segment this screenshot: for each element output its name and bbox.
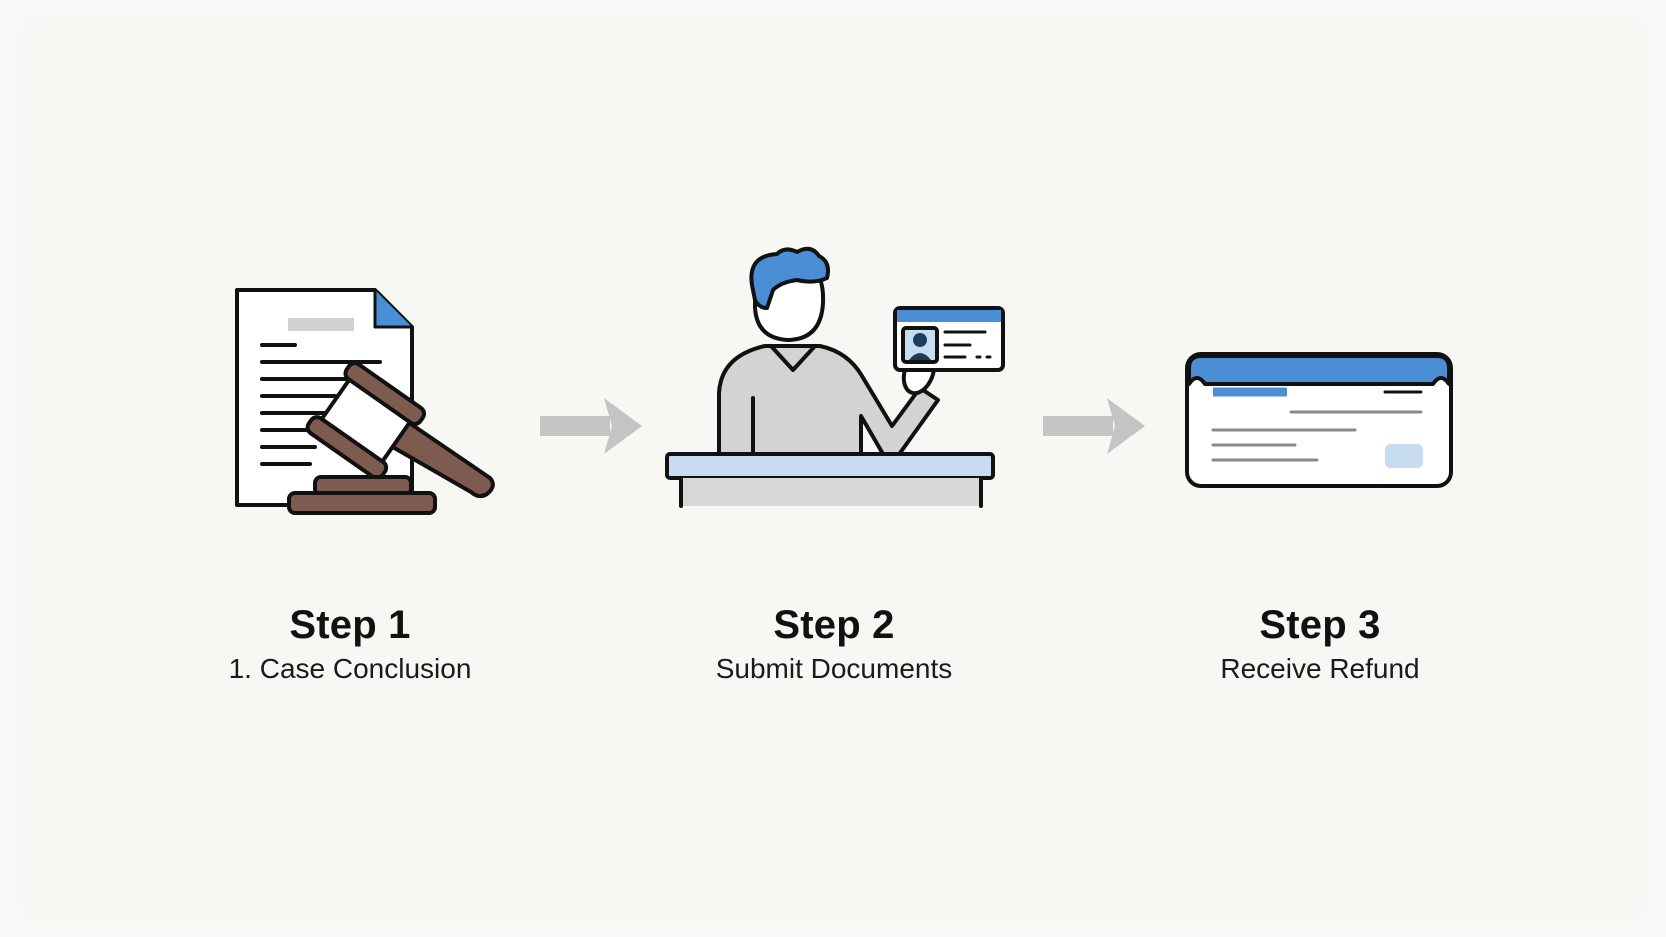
step-3: Step 3 Receive Refund <box>1120 602 1520 686</box>
step-1: Step 1 1. Case Conclusion <box>150 602 550 686</box>
step-3-subtitle: Receive Refund <box>1220 653 1420 684</box>
step-2-title: Step 2 <box>773 603 895 647</box>
refund-card-icon <box>1185 352 1453 488</box>
step-1-title: Step 1 <box>289 603 411 647</box>
step-1-subtitle: 1. Case Conclusion <box>228 653 472 684</box>
person-id-card-icon <box>665 246 1005 508</box>
step-2: Step 2 Submit Documents <box>634 602 1034 686</box>
step-2-subtitle: Submit Documents <box>715 653 953 684</box>
step-3-title: Step 3 <box>1259 603 1381 647</box>
document-gavel-icon <box>235 288 495 515</box>
arrow-right-icon <box>540 398 642 454</box>
arrow-right-icon <box>1043 398 1145 454</box>
